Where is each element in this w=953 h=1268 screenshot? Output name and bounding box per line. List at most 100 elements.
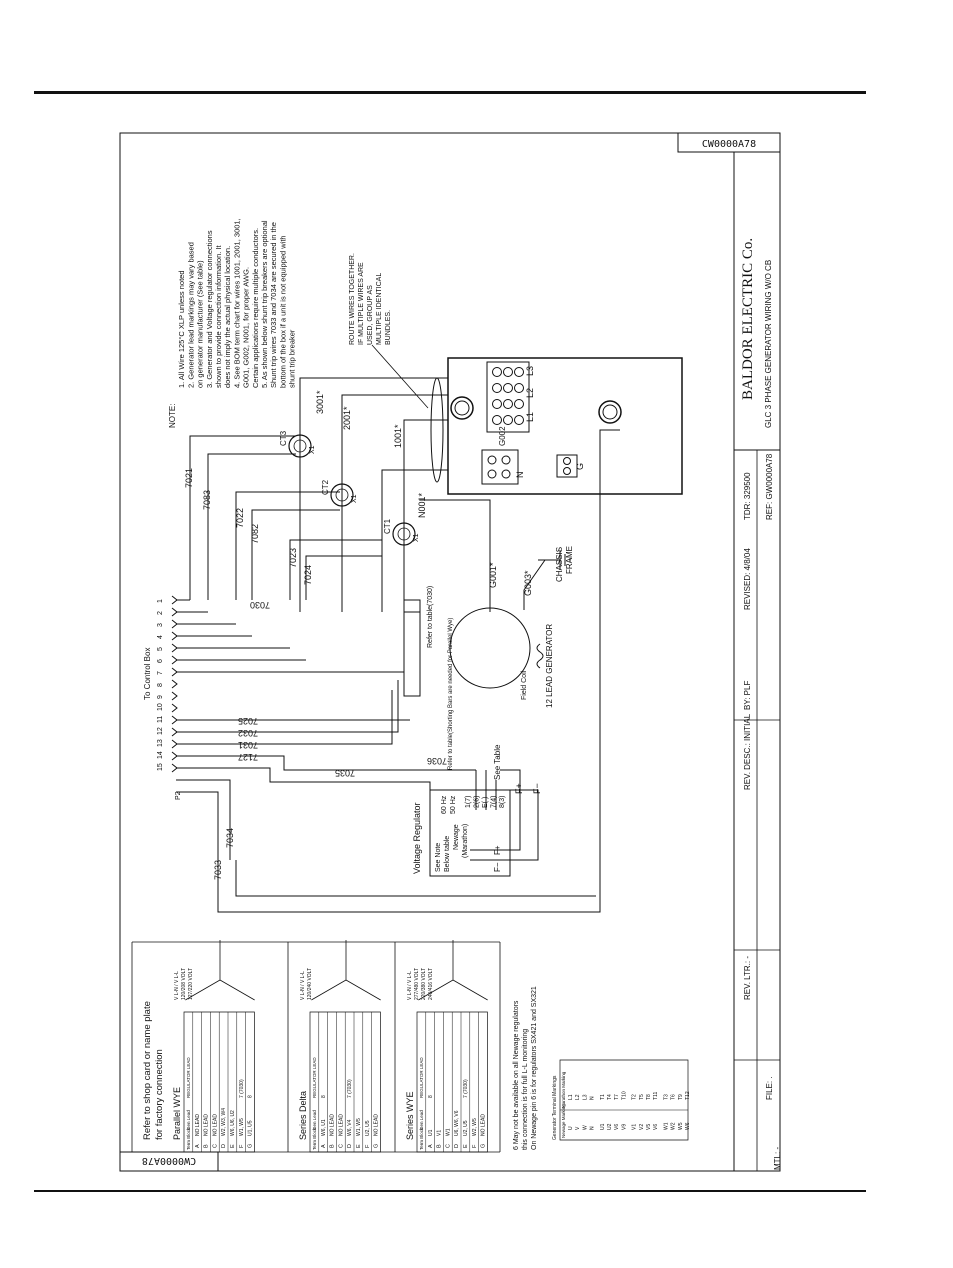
marking-row-11-marathon: T11 xyxy=(653,1092,659,1100)
series_delta-row-0-reg: 8 xyxy=(321,1095,327,1098)
marking-row-12-newage: W1 xyxy=(663,1122,669,1130)
pin-mark-14 xyxy=(172,752,177,760)
parallel_wye-row-6-reg: 8 xyxy=(248,1095,254,1098)
marking-row-10-newage: V5 xyxy=(646,1124,652,1130)
marking-row-6-newage: V6 xyxy=(614,1124,620,1130)
series_delta-row-5-term: F xyxy=(365,1144,371,1148)
ground-label: G xyxy=(575,463,585,470)
terminal-l2: L2 xyxy=(525,388,535,398)
series_delta-row-1-term: B xyxy=(330,1144,336,1148)
terminal-l3: L3 xyxy=(525,366,535,376)
ct3-label: CT3 xyxy=(279,430,288,446)
drawing-number-top: CW0000A78 xyxy=(702,139,756,150)
neutral-lug-1-1 xyxy=(502,470,510,478)
parallel_wye-row-5-term: F xyxy=(239,1144,245,1148)
ct1-x1: X1 xyxy=(413,533,420,542)
parallel_wye-hdr-term: Term Block xyxy=(186,1127,191,1150)
drawing-number-tab-top xyxy=(678,133,780,152)
parallel_wye-row-1-term: B xyxy=(204,1144,210,1148)
parallel_wye-row-3-gen: W2, W3, W4 xyxy=(221,1108,227,1136)
marking-row-1-marathon: L2 xyxy=(575,1094,581,1100)
vr-term-4: 7(4) xyxy=(491,796,498,808)
note-line-13: shunt trip breaker xyxy=(288,329,297,388)
pin-mark-6 xyxy=(172,656,177,664)
vr-newage: Newage xyxy=(453,824,460,850)
note-line-12: bottom of the box if a unit is not equip… xyxy=(278,235,287,388)
series_wye-voltage-3: 240/416 VOLT xyxy=(428,968,434,1000)
pin-mark-13 xyxy=(172,740,177,748)
vr-see-note: See Note xyxy=(435,843,442,872)
rev-ltr: REV. LTR.: - xyxy=(743,956,752,1000)
vr-f-plus: F+ xyxy=(493,845,502,855)
parallel_wye-voltage-2: 127/220 VOLT xyxy=(188,968,194,1000)
wire-g002: G002 xyxy=(498,426,507,446)
company-name: BALDOR ELECTRIC Co. xyxy=(740,238,756,400)
terminal-l1: L1 xyxy=(525,412,535,422)
marking-row-12-marathon: T3 xyxy=(663,1094,669,1100)
marking-header-marathon: Marathon Marking xyxy=(561,1071,566,1108)
file-name: FILE: . xyxy=(765,1076,774,1100)
series_delta-row-3-gen: W6, V4 xyxy=(347,1119,353,1136)
wire-7035: 7035 xyxy=(335,768,355,778)
series_wye-row-6-gen: NO LEAD xyxy=(481,1114,487,1136)
tdr-number: TDR: 329500 xyxy=(743,472,752,520)
wire-7032: 7032 xyxy=(238,728,258,738)
marking-row-0-marathon: L1 xyxy=(568,1094,574,1100)
parallel_wye-winding-1 xyxy=(220,980,255,1000)
pin-11: 11 xyxy=(157,716,164,723)
pin-mark-11 xyxy=(172,716,177,724)
note-line-10: 5. As shown below shunt trip breakers ar… xyxy=(260,220,269,388)
vr-term-3: E( ) xyxy=(482,797,489,808)
series_wye-winding-2 xyxy=(418,980,453,1000)
wire-3001: 3001* xyxy=(315,390,325,414)
table-intro-1: Refer to shop card or name plate xyxy=(142,1001,153,1140)
pin-9: 9 xyxy=(157,695,164,699)
lug-1-0 xyxy=(504,368,513,377)
pin-13: 13 xyxy=(157,739,164,747)
table-footnote-3: On Newage pin 6 is for regulators SX421 … xyxy=(531,986,538,1150)
parallel_wye-title: Parallel WYE xyxy=(172,1087,182,1140)
note-line-1: 1. All Wire 125°C XLP unless noted xyxy=(177,270,186,388)
marking-row-13-marathon: T6 xyxy=(671,1094,677,1100)
series_wye-row-2-term: C xyxy=(445,1144,451,1148)
pin-mark-9 xyxy=(172,692,177,700)
series_delta-row-0-term: A xyxy=(321,1144,327,1148)
revised-date: REVISED: 4/8/04 xyxy=(743,548,752,610)
wire-7031: 7031 xyxy=(238,740,258,750)
see-table-label: See Table xyxy=(493,744,502,780)
marking-row-0-newage: U xyxy=(568,1126,574,1130)
marking-table-title: Generator Terminal Markings xyxy=(552,1075,558,1140)
route-note-line-3: USED, GROUP AS xyxy=(367,285,374,345)
series_wye-row-0-gen: U1 xyxy=(428,1129,434,1136)
chassis-label-2: FRAME xyxy=(565,546,574,574)
title-block: BALDOR ELECTRIC Co. GLC 3 PHASE GENERATO… xyxy=(734,152,782,1171)
marking-header-newage: Newage Marking xyxy=(561,1104,566,1138)
note-line-8: G001, G002, N001, for proper AWG. xyxy=(242,267,251,388)
wire-7030: 7030 xyxy=(250,600,270,610)
marking-table-border xyxy=(560,1060,688,1140)
vr-below-table: Below table xyxy=(444,836,451,872)
series_delta-row-6-term: G xyxy=(374,1144,380,1148)
parallel_wye-row-2-gen: NO LEAD xyxy=(212,1114,218,1136)
route-note-line-2: IF MULTIPLE WIRES ARE xyxy=(358,262,365,345)
pin-4: 4 xyxy=(157,635,164,639)
pin-mark-3 xyxy=(172,620,177,628)
series_wye-row-0-term: A xyxy=(428,1144,434,1148)
neutral-lug-1-0 xyxy=(502,456,510,464)
table-intro-2: for factory connection xyxy=(154,1049,165,1140)
field-coil-label: Field Coil xyxy=(521,670,528,700)
route-note-line-5: BUNDLES. xyxy=(385,310,392,345)
series_wye-row-4-gen: U2, U5 xyxy=(463,1120,469,1136)
lug-0-1 xyxy=(493,384,502,393)
wire-7023: 7023 xyxy=(288,548,298,568)
pin-mark-1 xyxy=(172,596,177,604)
wire-lines xyxy=(176,377,620,912)
series_delta-row-5-gen: U2, U5 xyxy=(365,1120,371,1136)
marking-row-5-marathon: T4 xyxy=(607,1094,613,1100)
notes-block: NOTE: 1. All Wire 125°C XLP unless noted… xyxy=(168,218,297,428)
rev-desc: REV. DESC.: INITIAL xyxy=(743,713,752,790)
chassis-label-1: CHASSIS xyxy=(555,547,564,582)
